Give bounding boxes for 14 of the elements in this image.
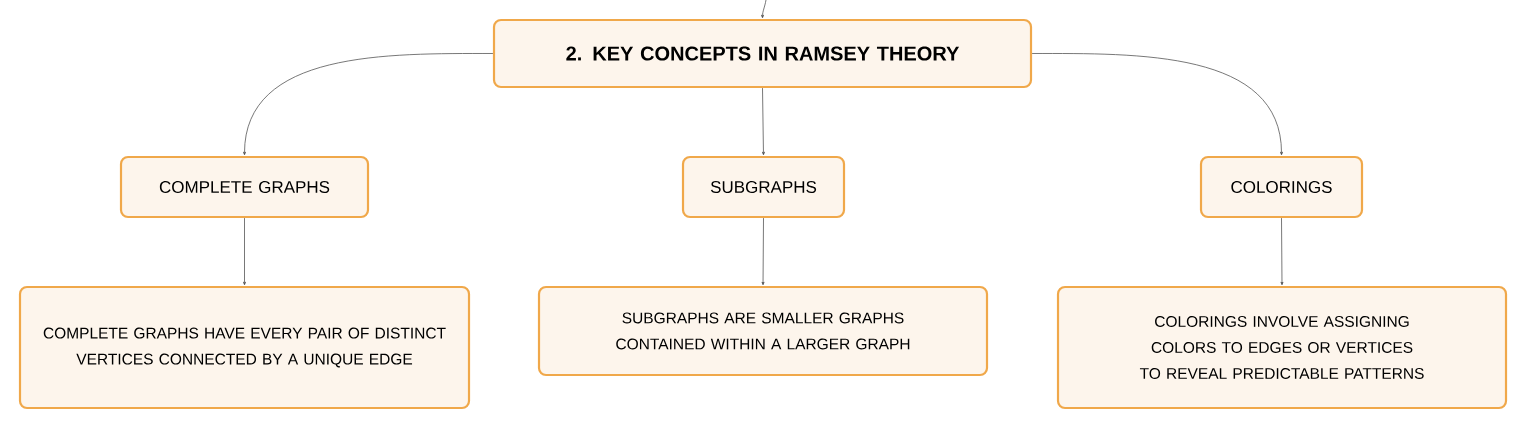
arrow [243, 217, 246, 286]
topic-box: COLORINGS [1199, 155, 1364, 219]
title-box: 2. KEY CONCEPTS IN RAMSEY THEORY [492, 18, 1033, 89]
arrow [1280, 217, 1284, 286]
topic-box: SUBGRAPHS [681, 155, 846, 219]
arrow [761, 87, 765, 156]
arrow [243, 53, 494, 156]
topic-box: COMPLETE GRAPHS [119, 155, 370, 219]
arrow [761, 217, 765, 286]
arrow [761, 0, 767, 19]
description-box: COLORINGS INVOLVE ASSIGNING COLORS TO EDGES OR VERTICES TO REVEAL PREDICTABLE PATTERNS [1056, 285, 1508, 410]
arrow [1031, 53, 1283, 156]
description-box: SUBGRAPHS ARE SMALLER GRAPHS CONTAINED WITHIN A LARGER GRAPH [537, 285, 989, 377]
description-box: COMPLETE GRAPHS HAVE EVERY PAIR OF DISTINCT VERTICES CONNECTED BY A UNIQUE EDGE [18, 285, 471, 410]
